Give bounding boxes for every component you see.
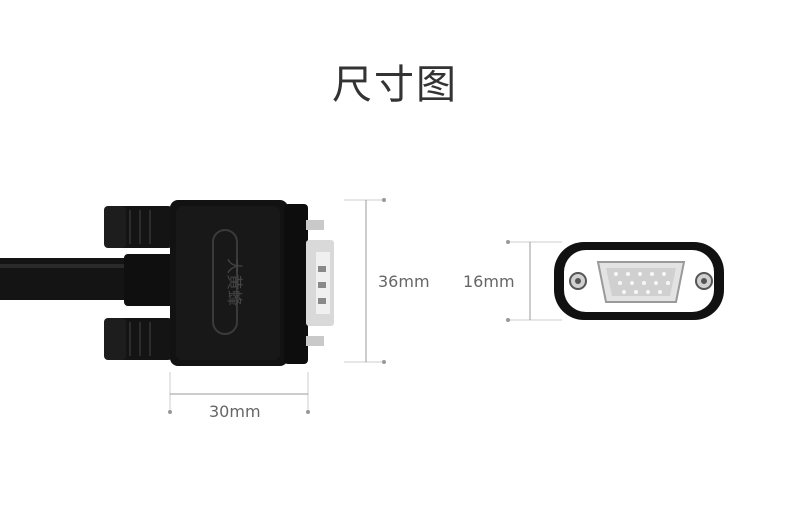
face-height-dimension-label: 16mm (463, 272, 515, 291)
strain-relief (124, 254, 174, 306)
height-dimension-line (344, 198, 386, 364)
brand-badge: 大黄蜂 (212, 229, 244, 335)
thumb-screw-top (104, 206, 174, 248)
thumb-screw-bottom (104, 318, 174, 360)
screw-tip-bottom (306, 336, 324, 346)
connector-front-view (554, 242, 724, 320)
brand-mark: 大黄蜂 (225, 258, 244, 306)
cable-highlight (0, 264, 128, 268)
face-height-dimension-line (506, 240, 562, 322)
width-dimension-line (168, 372, 310, 414)
screw-tip-top (306, 220, 324, 230)
connector-flange (284, 204, 308, 364)
width-dimension-label: 30mm (209, 402, 261, 421)
height-dimension-label: 36mm (378, 272, 430, 291)
connector-housing-face (176, 206, 280, 360)
page-title: 尺寸图 (332, 62, 458, 108)
